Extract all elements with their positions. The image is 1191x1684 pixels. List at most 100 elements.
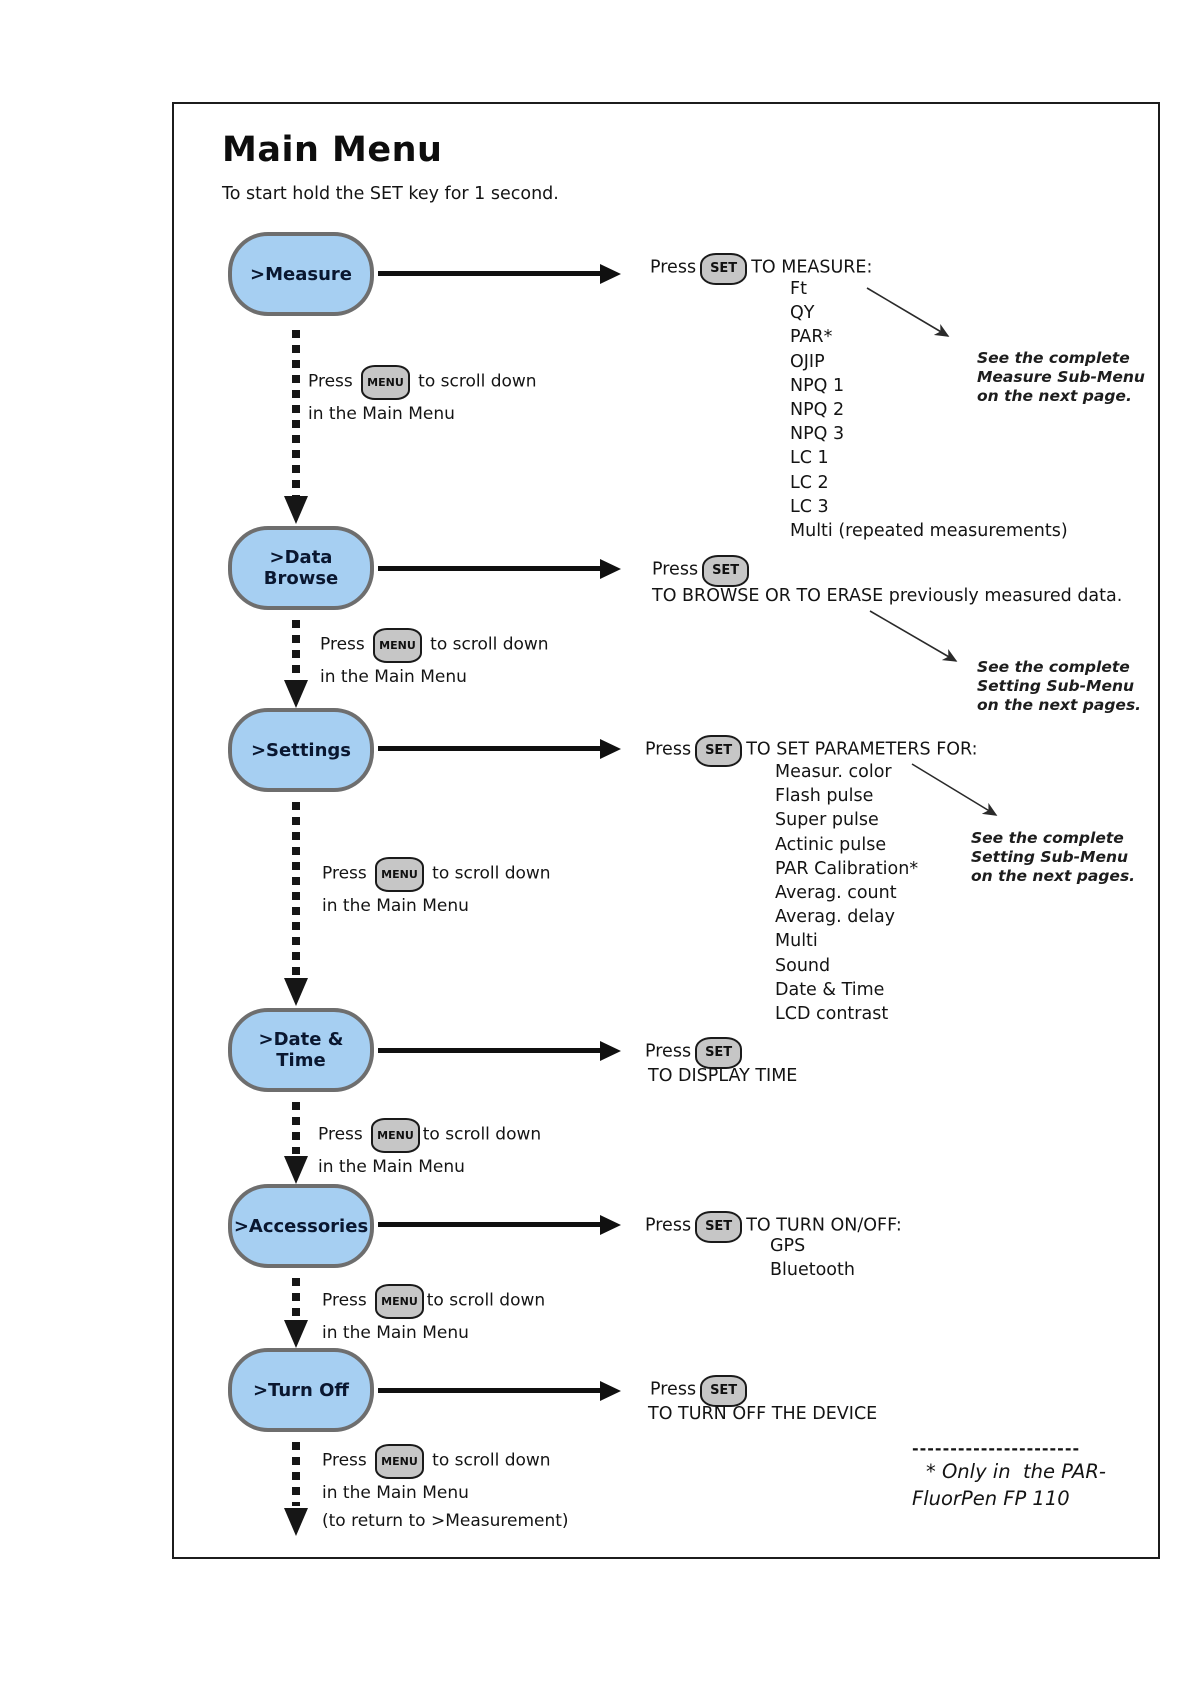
- scroll-connector: [292, 330, 300, 498]
- measure-option: LC 1: [790, 448, 829, 469]
- measure-option: QY: [790, 303, 815, 324]
- scroll-connector: [292, 1102, 300, 1154]
- scroll-line-1: Press MENU to scroll down: [322, 1444, 569, 1480]
- side-note-line: on the next pages.: [977, 696, 1142, 714]
- menu-key: MENU: [375, 1444, 424, 1479]
- flow-arrow: [378, 1040, 621, 1061]
- down-arrow-icon: [284, 1156, 308, 1184]
- menu-key: MENU: [375, 857, 424, 892]
- menu-node-label: >Measure: [250, 263, 352, 285]
- setting-option: Actinic pulse: [775, 834, 887, 855]
- scroll-instruction-6: Press MENU to scroll down in the Main Me…: [322, 1444, 569, 1535]
- measure-option: PAR*: [790, 327, 833, 348]
- measure-option: OJIP: [790, 351, 825, 372]
- page-border-frame: [172, 102, 1160, 1559]
- menu-node-date-time: >Date & Time: [228, 1008, 374, 1092]
- press-word: Press: [650, 1379, 697, 1400]
- setting-option: Super pulse: [775, 810, 879, 831]
- scroll-line-2: in the Main Menu: [308, 404, 455, 424]
- set-key: SET: [695, 1037, 743, 1069]
- setting-option: Flash pulse: [775, 786, 874, 807]
- scroll-connector: [292, 1278, 300, 1318]
- scroll-line-2: in the Main Menu: [320, 667, 467, 687]
- page-subtitle: To start hold the SET key for 1 second.: [222, 184, 559, 204]
- flow-arrow: [378, 738, 621, 759]
- menu-key: MENU: [373, 628, 422, 663]
- measure-option: Ft: [790, 279, 807, 299]
- menu-node-settings: >Settings: [228, 708, 374, 792]
- press-word: Press: [645, 1215, 692, 1236]
- down-arrow-icon: [284, 496, 308, 524]
- menu-node-label: >Turn Off: [252, 1379, 350, 1401]
- menu-node-accessories: >Accessories: [228, 1184, 374, 1268]
- scroll-line-3: (to return to >Measurement): [322, 1510, 569, 1531]
- flow-arrow: [378, 263, 621, 284]
- down-arrow-icon: [284, 1320, 308, 1348]
- press-after: TO SET PARAMETERS FOR:: [746, 739, 978, 760]
- scroll-line-2: in the Main Menu: [322, 1323, 469, 1343]
- result-date-time: TO DISPLAY TIME: [648, 1066, 798, 1086]
- side-note-line: Setting Sub-Menu: [977, 677, 1135, 695]
- result-data-browse: TO BROWSE OR TO ERASE previously measure…: [652, 586, 1123, 606]
- page-title: Main Menu: [222, 130, 443, 170]
- measure-option: NPQ 2: [790, 400, 845, 421]
- scroll-connector: [292, 620, 300, 678]
- accessory-option: Bluetooth: [770, 1259, 855, 1280]
- down-arrow-icon: [284, 680, 308, 708]
- scroll-line-2: in the Main Menu: [318, 1157, 465, 1177]
- measure-option: LC 3: [790, 496, 829, 517]
- side-note-line: on the next page.: [977, 387, 1132, 405]
- menu-key: MENU: [371, 1118, 420, 1153]
- flow-arrow: [378, 1214, 621, 1235]
- setting-option: LCD contrast: [775, 1004, 889, 1025]
- footnote-divider: ----------------------: [912, 1439, 1081, 1458]
- flow-arrow: [378, 558, 621, 579]
- scroll-line-1: Press MENU to scroll down: [320, 628, 549, 664]
- set-key: SET: [695, 1211, 743, 1243]
- measure-option: Multi (repeated measurements): [790, 521, 1068, 542]
- measure-option: NPQ 1: [790, 375, 845, 396]
- scroll-connector: [292, 1442, 300, 1506]
- down-arrow-icon: [284, 1508, 308, 1536]
- scroll-instruction-2: Press MENU to scroll down in the Main Me…: [320, 628, 549, 692]
- set-key: SET: [700, 1375, 748, 1407]
- side-note-line: See the complete: [977, 349, 1130, 367]
- side-note-line: Setting Sub-Menu: [971, 848, 1129, 866]
- scroll-instruction-1: Press MENU to scroll down in the Main Me…: [308, 365, 537, 429]
- footnote-line: * Only in the PAR-: [926, 1460, 1106, 1483]
- set-key: SET: [702, 555, 750, 587]
- set-key: SET: [700, 253, 748, 285]
- setting-option: Multi: [775, 931, 818, 952]
- flow-arrow: [378, 1380, 621, 1401]
- menu-node-label: >Date & Time: [258, 1029, 344, 1071]
- setting-option: Averag. delay: [775, 907, 896, 928]
- side-note-line: on the next pages.: [971, 867, 1136, 885]
- side-note-line: See the complete: [977, 658, 1130, 676]
- setting-option: Averag. count: [775, 883, 897, 904]
- press-after: TO TURN ON/OFF:: [746, 1215, 902, 1236]
- menu-node-data-browse: >Data Browse: [228, 526, 374, 610]
- menu-node-measure: >Measure: [228, 232, 374, 316]
- menu-node-label: >Data Browse: [263, 547, 339, 589]
- measure-option: LC 2: [790, 472, 829, 493]
- setting-option: Date & Time: [775, 979, 885, 1000]
- footnote-line: FluorPen FP 110: [912, 1487, 1070, 1510]
- side-note-line: See the complete: [971, 829, 1124, 847]
- press-word: Press: [645, 1041, 692, 1062]
- menu-key: MENU: [375, 1284, 424, 1319]
- down-arrow-icon: [284, 978, 308, 1006]
- accessory-option: GPS: [770, 1236, 806, 1256]
- scroll-connector: [292, 802, 300, 976]
